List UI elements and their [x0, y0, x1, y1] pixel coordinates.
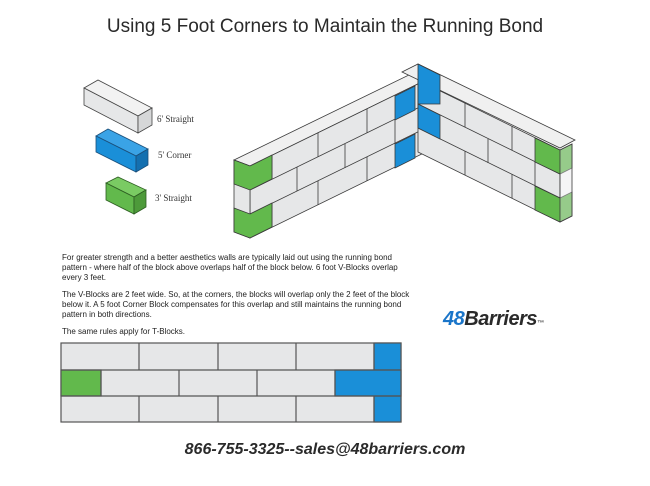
legend-label-corner: 5' Corner	[158, 150, 192, 160]
three-foot-straight-block-icon	[105, 176, 147, 215]
legend-label-three-foot: 3' Straight	[155, 193, 192, 203]
five-foot-corner-block-icon	[95, 128, 149, 173]
contact-info: 866-755-3325--sales@48barriers.com	[184, 441, 466, 458]
six-foot-straight-block-icon	[83, 79, 153, 134]
paragraph-t-blocks: The same rules apply for T-Blocks.	[62, 327, 186, 336]
legend-label-six-foot: 6' Straight	[157, 114, 194, 124]
page-title: Using 5 Foot Corners to Maintain the Run…	[106, 16, 544, 37]
logo-word: Barriers	[464, 308, 537, 330]
running-bond-elevation	[60, 342, 402, 423]
paragraph-corners: The V-Blocks are 2 feet wide. So, at the…	[62, 290, 410, 319]
logo-trademark: ™	[536, 320, 544, 327]
logo-number: 48	[443, 308, 465, 330]
corner-wall-left-wing	[232, 71, 431, 239]
paragraph-running-bond: For greater strength and a better aesthe…	[62, 253, 398, 282]
brand-logo: 48Barriers™	[443, 308, 544, 331]
corner-wall-right-wing	[401, 63, 576, 223]
